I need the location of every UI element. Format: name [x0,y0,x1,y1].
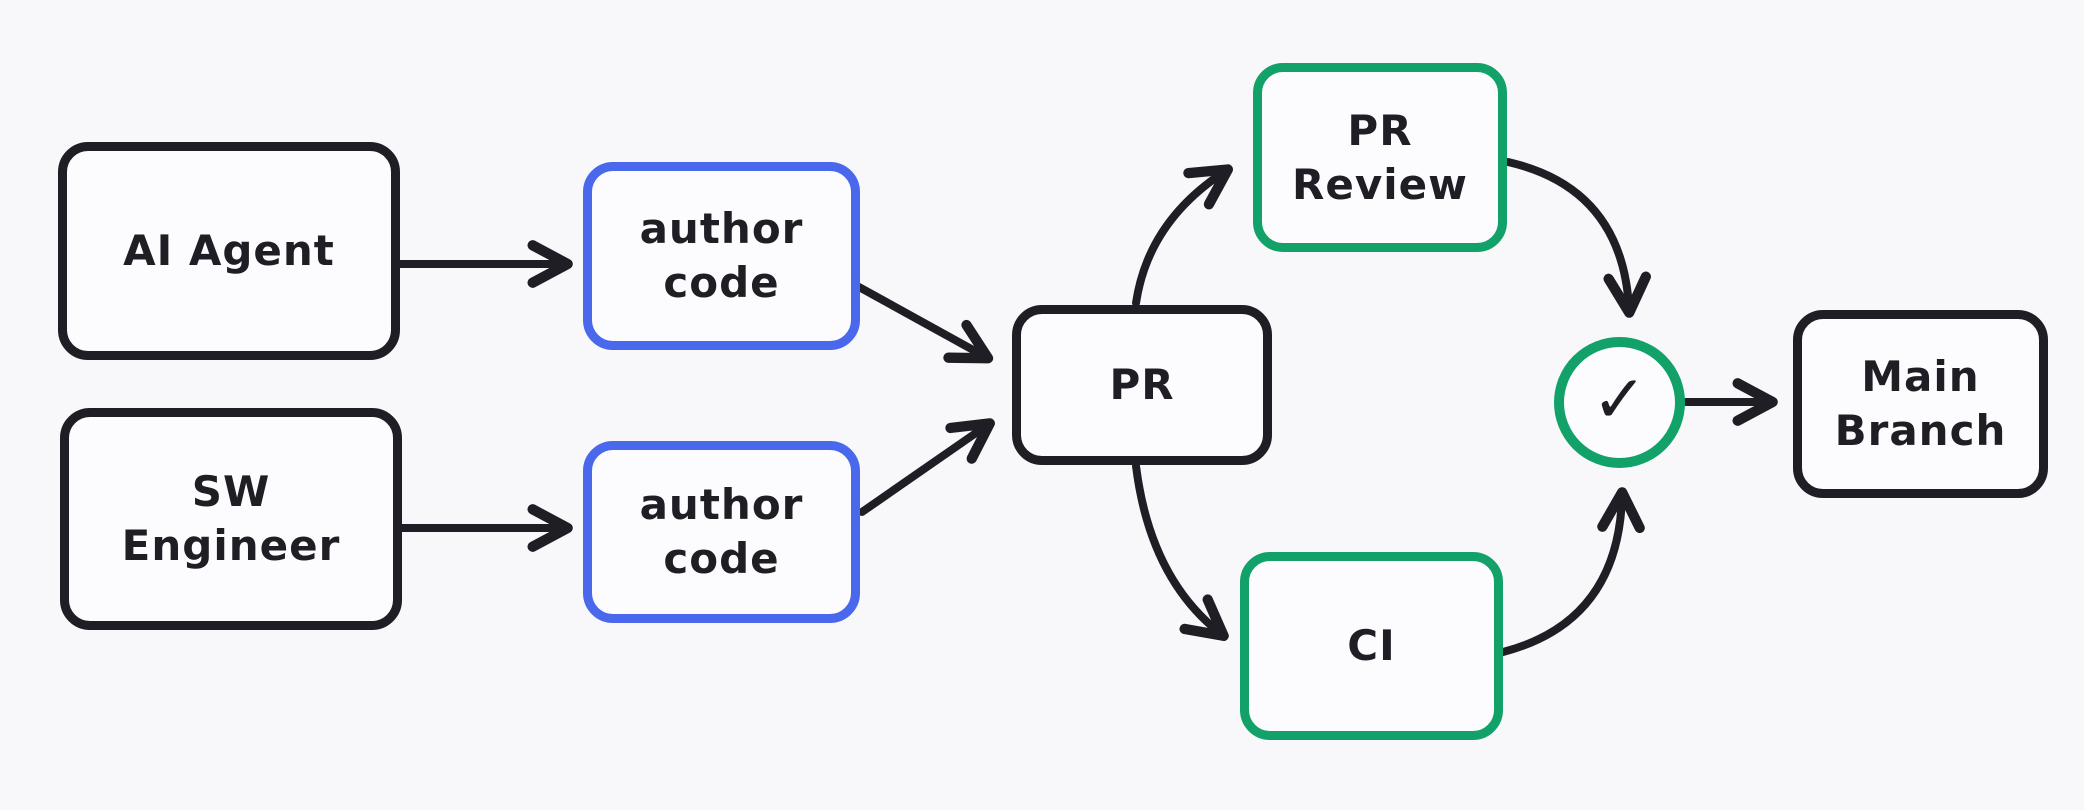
arrow-ci-to-approval [1499,487,1645,656]
node-author-code-bottom: author code [583,441,860,623]
node-ci: CI [1240,552,1503,740]
node-label: Main Branch [1834,352,2007,455]
arrow-author-code-bottom-to-pr [858,418,995,516]
node-pr-review: PR Review [1253,63,1507,252]
node-label: author code [639,480,804,583]
node-author-code-top: author code [583,162,860,350]
node-pr: PR [1012,305,1272,465]
check-icon: ✓ [1591,360,1648,438]
node-main-branch: Main Branch [1793,310,2048,498]
node-label: CI [1347,621,1396,671]
node-approval-circle: ✓ [1554,337,1685,468]
arrow-pr-to-pr-review [1132,164,1234,307]
node-label: PR Review [1292,105,1468,209]
node-label: SW Engineer [121,467,341,570]
arrow-pr-review-to-approval [1504,158,1651,318]
node-label: author code [639,204,804,307]
node-label: AI Agent [123,226,335,276]
node-sw-engineer: SW Engineer [60,408,402,630]
arrow-pr-to-ci [1132,462,1229,642]
node-label: PR [1109,360,1175,410]
arrow-author-code-top-to-pr [855,283,994,364]
node-ai-agent: AI Agent [58,142,400,360]
